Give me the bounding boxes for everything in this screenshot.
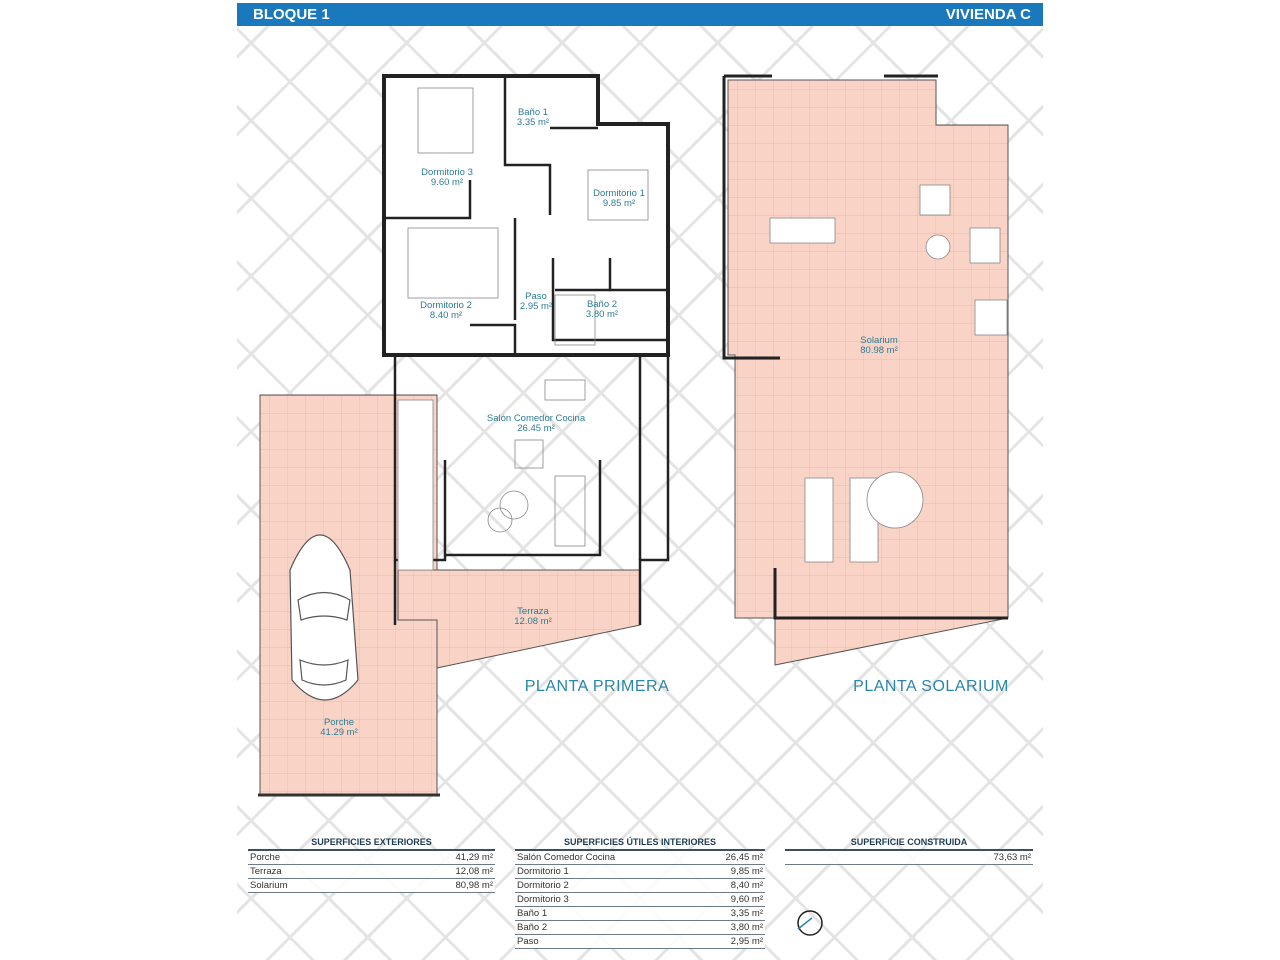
table-title: SUPERFICIE CONSTRUIDA	[785, 837, 1033, 851]
table-superficie-construida: SUPERFICIE CONSTRUIDA 73,63 m²	[785, 837, 1033, 865]
solarium-area	[727, 79, 1009, 666]
first-floor-walls	[382, 74, 670, 357]
header-bar: BLOQUE 1 VIVIENDA C	[237, 3, 1043, 26]
plan-title-planta-primera: PLANTA PRIMERA	[524, 678, 670, 695]
stairs	[397, 397, 776, 571]
car-icon	[289, 534, 359, 701]
solarium-furniture	[769, 184, 1008, 563]
table-title: SUPERFICIES ÚTILES INTERIORES	[515, 837, 765, 851]
north-arrow-icon	[797, 910, 823, 936]
unit-label: VIVIENDA C	[945, 6, 1031, 23]
table-row: 73,63 m²	[785, 851, 1033, 865]
block-label: BLOQUE 1	[253, 6, 330, 23]
table-title: SUPERFICIES EXTERIORES	[248, 837, 495, 851]
table-superficies-interiores: SUPERFICIES ÚTILES INTERIORES Salón Come…	[515, 837, 765, 949]
furniture	[407, 87, 649, 547]
plan-title-planta-solarium: PLANTA SOLARIUM	[853, 678, 1009, 695]
